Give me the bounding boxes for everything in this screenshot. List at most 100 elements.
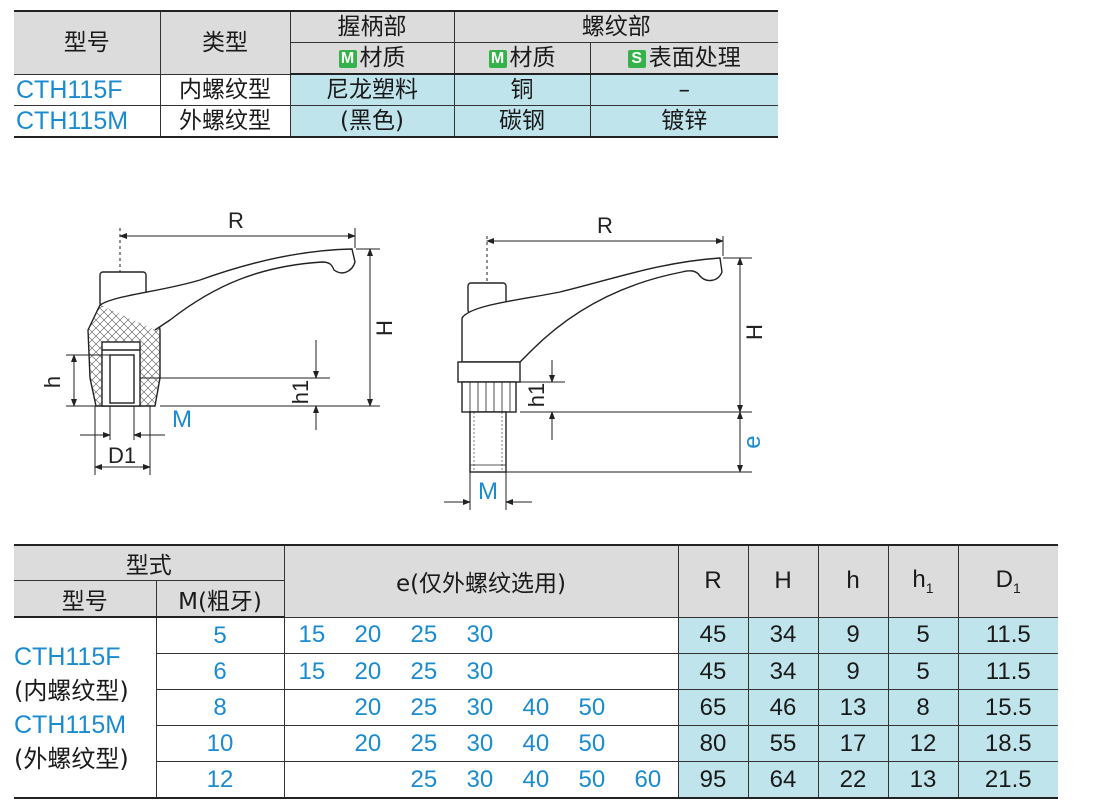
model-cell: CTH115M [14, 105, 161, 138]
dim-h-cell: 9 [817, 616, 889, 654]
right-h1-label: h1 [524, 383, 549, 407]
dim-h-cell: 34 [747, 616, 819, 654]
dim-r-cell: 45 [677, 653, 749, 690]
dim-d1-cell: 15.5 [957, 689, 1058, 726]
dim-d1-cell: 18.5 [957, 725, 1058, 762]
dim-h-cell: 13 [817, 689, 889, 726]
header-thread: 螺纹部 [453, 10, 778, 43]
left-D1-label: D1 [108, 443, 136, 468]
e-option: 25 [410, 657, 438, 685]
thread-size-cell: 10 [156, 725, 285, 762]
e-option: 25 [410, 729, 438, 757]
technical-drawing: R H h h1 M D1 R H h1 [40, 208, 767, 510]
right-dimension-lines [444, 236, 752, 510]
grip-material-label: 材质 [359, 45, 406, 71]
dim-h-cell: 17 [817, 725, 889, 762]
header-type: 类型 [159, 10, 291, 75]
right-H-label: H [742, 324, 767, 340]
e-option: 20 [354, 729, 382, 757]
left-R-label: R [228, 208, 244, 233]
left-h1-label: h1 [288, 380, 313, 404]
thread-size-cell: 6 [156, 653, 285, 690]
dim-d1-cell: 21.5 [957, 761, 1058, 799]
thread-material-cell: 铜 [453, 73, 591, 106]
e-options-cell: 20 25 30 40 50 [283, 689, 679, 726]
e-option: 15 [298, 621, 326, 649]
dim-h1-cell: 13 [887, 761, 959, 799]
thread-size-cell: 5 [155, 616, 285, 654]
model-number: CTH115M [14, 710, 127, 739]
dim-h1-cell: 8 [887, 689, 959, 726]
left-H-label: H [372, 320, 397, 336]
dimension-table: 型式 e(仅外螺纹选用) R H h h1 D1 型号 M(粗牙) CTH115… [14, 544, 1058, 799]
thread-size-cell: 8 [156, 689, 285, 726]
right-R-label: R [597, 213, 613, 238]
model-type: (内螺纹型) [14, 676, 129, 705]
left-h-label: h [40, 376, 65, 388]
dim-h-cell: 64 [747, 761, 819, 799]
model-type: (外螺纹型) [14, 744, 129, 773]
type-cell: 外螺纹型 [159, 105, 291, 138]
header-model: 型号 [14, 10, 161, 75]
e-option: 25 [410, 621, 438, 649]
header-model: 型号 [14, 580, 157, 618]
surface-label: 表面处理 [648, 45, 741, 71]
e-option: 20 [354, 693, 382, 721]
e-option: 25 [410, 765, 438, 793]
e-option: 25 [410, 693, 438, 721]
e-option: 15 [298, 657, 326, 685]
surface-cell: 镀锌 [589, 105, 778, 138]
model-group-cell: CTH115F(内螺纹型)CTH115M(外螺纹型) [14, 616, 157, 799]
e-options-cell: 25 30 40 50 60 [283, 761, 679, 799]
right-M-label: M [478, 478, 498, 505]
e-option: 40 [522, 765, 550, 793]
dim-h-cell: 22 [817, 761, 889, 799]
e-option: 40 [522, 693, 550, 721]
e-option: 30 [466, 693, 494, 721]
thread-size-cell: 12 [156, 761, 285, 799]
header-thread: M(粗牙) [155, 580, 284, 618]
e-option: 50 [578, 765, 606, 793]
grip-color-cell: (黑色) [289, 105, 455, 138]
e-option: 30 [466, 765, 494, 793]
dim-h-cell: 34 [747, 653, 819, 690]
dim-h-cell: 55 [747, 725, 819, 762]
right-e-label: e [739, 435, 766, 448]
thread-material-cell: 碳钢 [453, 105, 591, 138]
e-option: 50 [578, 729, 606, 757]
left-dimension-lines [66, 228, 380, 475]
material-badge-icon: M [488, 50, 507, 68]
surface-cell: – [589, 73, 778, 106]
left-M-label: M [172, 406, 192, 433]
e-option: 40 [522, 729, 550, 757]
dim-h-cell: 46 [747, 689, 819, 726]
header-R: R [677, 544, 749, 618]
e-option: 50 [578, 693, 606, 721]
header-form: 型式 [14, 544, 285, 581]
e-option: 30 [466, 621, 494, 649]
female-type-drawing [87, 248, 356, 407]
surface-badge-icon: S [627, 50, 646, 68]
header-e: e(仅外螺纹选用) [283, 544, 679, 618]
dim-d1-cell: 11.5 [957, 616, 1058, 654]
dim-r-cell: 65 [677, 689, 749, 726]
dim-r-cell: 95 [677, 761, 749, 799]
e-option: 60 [634, 765, 662, 793]
header-D1: D1 [957, 544, 1058, 618]
e-option: 20 [354, 657, 382, 685]
dim-d1-cell: 11.5 [957, 653, 1058, 690]
header-h1: h1 [887, 544, 959, 618]
dim-r-cell: 80 [677, 725, 749, 762]
